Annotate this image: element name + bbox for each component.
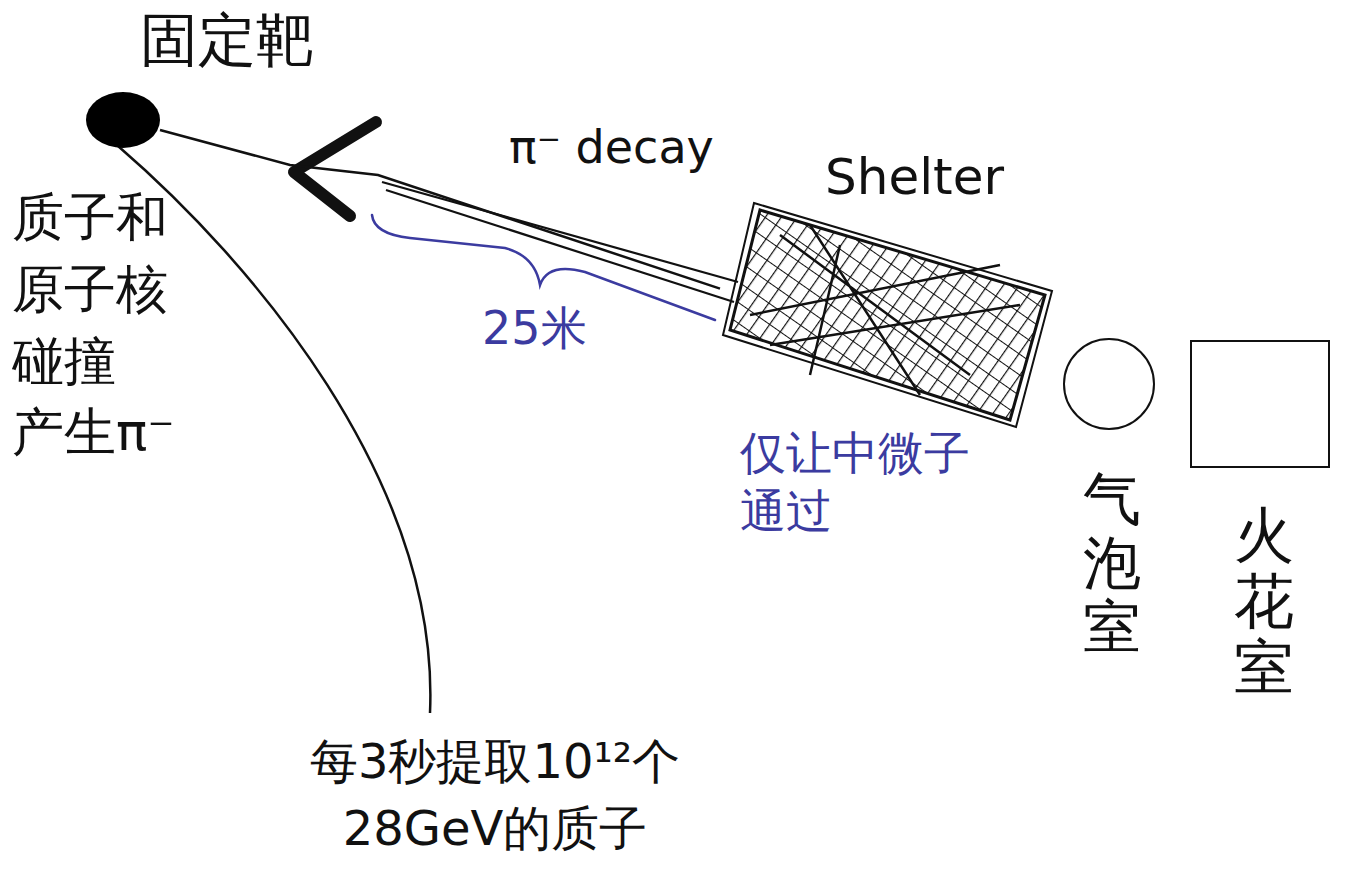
spark-chamber: 火花室: [1190, 340, 1330, 468]
beam-note: 每3秒提取10¹²个 28GeV的质子: [285, 728, 705, 862]
pion-beam-line: [382, 182, 738, 282]
edge-label: π⁻ decay: [505, 120, 718, 174]
collision-note: 质子和 原子核 碰撞 产生π⁻: [12, 182, 187, 469]
shelter-block: Shelter 仅让中微子 通过: [720, 145, 1060, 545]
target-label: 固定靶: [140, 6, 314, 76]
distance-label: 25米: [482, 298, 587, 360]
pion-beam-line: [386, 190, 734, 302]
spark-chamber-label: 火花室: [1234, 502, 1294, 700]
bubble-chamber: 气泡室: [1063, 338, 1155, 430]
bubble-chamber-label: 气泡室: [1083, 468, 1141, 659]
shelter-heading: Shelter: [825, 147, 1004, 207]
fixed-target: 固定靶: [86, 92, 160, 148]
shelter-note: 仅让中微子 通过: [740, 425, 990, 540]
